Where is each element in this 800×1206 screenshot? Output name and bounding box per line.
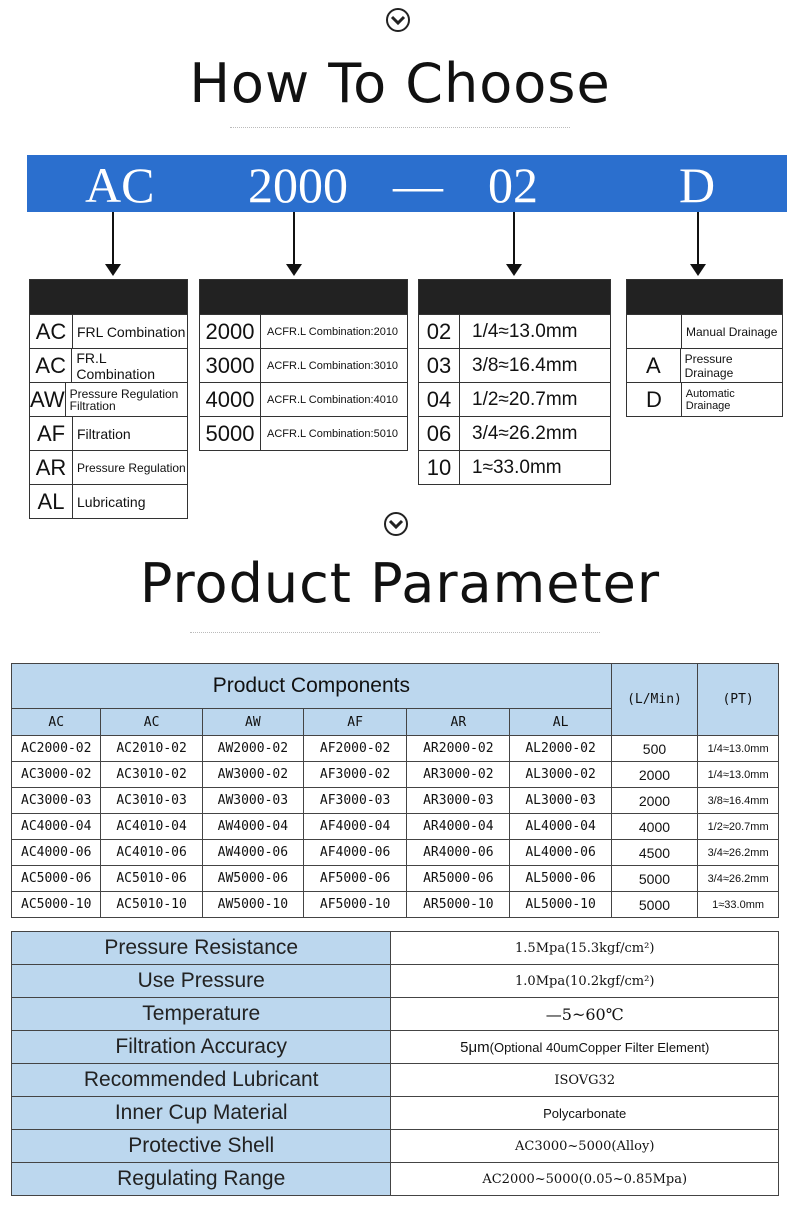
code-size: 2000 xyxy=(248,157,348,213)
code-drain: D xyxy=(679,157,716,213)
filtration-note: (Optional 40umCopper Filter Element) xyxy=(489,1039,710,1055)
section-title-how-to-choose: How To Choose xyxy=(189,52,611,115)
code-series: AC xyxy=(85,157,155,213)
pt-header: (PT) xyxy=(697,663,779,736)
column-header: AC xyxy=(10,708,102,736)
title-divider xyxy=(190,632,600,635)
spec-row: Temperature—5~60℃ xyxy=(10,997,779,1031)
column-header: AW xyxy=(201,708,304,736)
column-header: AF xyxy=(302,708,408,736)
model-code-band xyxy=(27,155,787,212)
code-dash: — xyxy=(393,157,443,213)
chevron-down-circle-icon xyxy=(386,8,410,32)
section-title-product-parameter: Product Parameter xyxy=(139,552,661,615)
filtration-value: 5μm xyxy=(460,1038,490,1056)
components-header: Product Components xyxy=(11,663,612,709)
column-header: AR xyxy=(406,708,511,736)
chevron-down-circle-icon xyxy=(384,512,408,536)
flow-header: (L/Min) xyxy=(610,663,699,736)
code-port: 02 xyxy=(488,157,538,213)
column-header: AL xyxy=(509,708,612,736)
title-divider xyxy=(230,127,570,130)
product-components-table: Product Components (L/Min) (PT) AC AC AW… xyxy=(10,663,779,918)
column-header: AC xyxy=(100,708,203,736)
